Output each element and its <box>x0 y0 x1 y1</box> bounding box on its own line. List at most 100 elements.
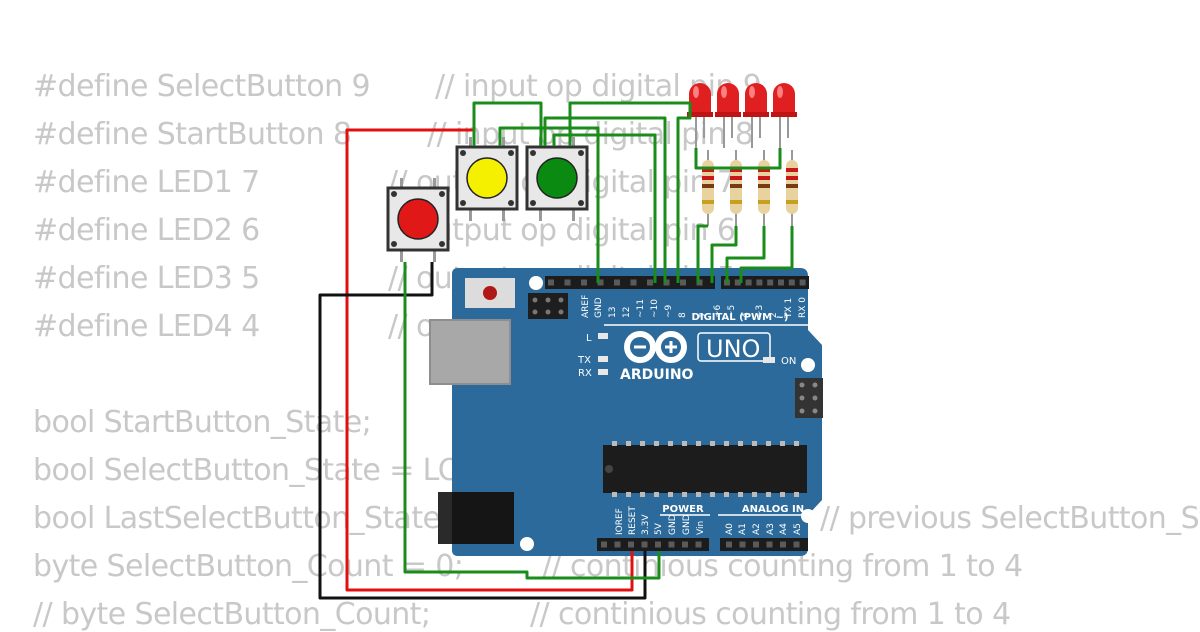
power-pin-label: 5V <box>654 522 664 535</box>
header-pin[interactable] <box>766 541 773 548</box>
analog-header <box>720 538 808 551</box>
mounting-hole <box>529 276 543 290</box>
digital-pin-label: 12 <box>622 307 632 318</box>
led-tx-indicator <box>598 356 608 362</box>
arduino-brand-text: ARDUINO <box>620 367 694 383</box>
header-pin[interactable] <box>739 541 746 548</box>
jumper-wire[interactable] <box>725 226 766 283</box>
analog-pin-label: A5 <box>793 523 803 535</box>
power-label: POWER <box>662 504 704 515</box>
code-line: bool StartButton_State; <box>33 405 372 440</box>
jumper-wire[interactable] <box>403 262 661 580</box>
code-line: #define LED2 6 <box>33 213 260 248</box>
digital-pin-label: 4 <box>741 312 751 318</box>
digital-pin-label: TX 1 <box>784 298 794 319</box>
header-pin[interactable] <box>745 279 752 286</box>
header-pin[interactable] <box>614 279 620 286</box>
yellow-push-button[interactable] <box>455 137 519 221</box>
led-l-indicator <box>598 333 608 339</box>
icsp-right-header <box>795 378 823 418</box>
header-pin[interactable] <box>564 279 571 286</box>
icsp-header <box>528 293 568 319</box>
header-pin[interactable] <box>753 541 759 548</box>
power-header <box>597 538 709 551</box>
red-led <box>687 83 713 148</box>
jumper-wire[interactable] <box>739 226 794 283</box>
on-indicator <box>763 357 775 363</box>
jumper-wire[interactable] <box>694 148 782 170</box>
header-pin[interactable] <box>628 541 634 548</box>
led-l-label: L <box>586 333 592 344</box>
digital-pin-label: GND <box>594 297 604 318</box>
header-pin[interactable] <box>680 279 686 286</box>
jumper-wire[interactable] <box>498 126 600 283</box>
digital-pin-label: ~3 <box>755 305 765 318</box>
usb-port <box>429 319 511 385</box>
header-pin[interactable] <box>655 541 661 548</box>
analog-pin-label: A2 <box>752 523 762 535</box>
header-pin[interactable] <box>734 279 741 286</box>
power-pin-label: Vin <box>696 521 706 535</box>
code-comment: // continious counting from 1 to 4 <box>530 597 1011 632</box>
header-pin[interactable] <box>668 541 675 548</box>
code-line: #define LED3 5 <box>33 261 260 296</box>
header-pin[interactable] <box>581 279 587 286</box>
jumper-wire[interactable] <box>710 226 738 283</box>
header-pin[interactable] <box>548 279 554 286</box>
jumper-wire[interactable] <box>696 224 708 283</box>
led-tx-label: TX <box>577 355 591 366</box>
power-pin-label: IOREF <box>615 508 625 535</box>
header-pin[interactable] <box>767 279 774 286</box>
header-pin[interactable] <box>601 541 607 548</box>
green-push-button[interactable] <box>525 137 589 221</box>
jumper-wire[interactable] <box>472 101 543 146</box>
digital-pin-label: ~6 <box>713 304 723 318</box>
header-pin[interactable] <box>756 279 763 286</box>
code-line: #define SelectButton 9 <box>33 69 371 104</box>
power-pin-label: GND <box>682 514 692 535</box>
header-pin[interactable] <box>641 541 648 548</box>
red-push-button[interactable] <box>386 178 450 262</box>
code-line: // byte SelectButton_Count; <box>33 597 431 632</box>
arduino-logo-icon <box>624 331 687 363</box>
mounting-hole <box>801 509 815 523</box>
power-pin-label: 3.3V <box>641 514 651 535</box>
header-pin[interactable] <box>726 541 732 548</box>
resistor <box>702 150 714 226</box>
header-pin[interactable] <box>799 279 806 286</box>
header-pin[interactable] <box>793 541 800 548</box>
header-pin[interactable] <box>682 541 688 548</box>
header-pin[interactable] <box>597 279 604 286</box>
on-label: ON <box>781 356 796 367</box>
resistor <box>758 150 770 226</box>
header-pin[interactable] <box>614 541 621 548</box>
digital-header-left <box>545 276 715 289</box>
mounting-hole <box>520 537 534 551</box>
header-pin[interactable] <box>780 541 786 548</box>
jumper-wire[interactable] <box>552 133 657 283</box>
red-led <box>743 83 769 148</box>
digital-pin-label: RX 0 <box>798 297 808 318</box>
header-pin[interactable] <box>695 541 702 548</box>
microcontroller-chip <box>603 445 807 493</box>
jumper-wire[interactable] <box>543 116 667 283</box>
analog-pin-label: A4 <box>779 523 789 535</box>
header-pin[interactable] <box>788 279 795 286</box>
header-pin[interactable] <box>647 279 653 286</box>
analog-pin-label: A1 <box>738 523 748 535</box>
digital-pin-label: ~5 <box>727 305 737 318</box>
digital-pin-label: 7 <box>699 312 709 318</box>
digital-pwm-label: DIGITAL (PWM ~) <box>692 312 789 323</box>
code-comment: // previous SelectButton_State <box>820 501 1200 536</box>
reset-button-cap <box>483 286 497 300</box>
header-pin[interactable] <box>778 279 784 286</box>
digital-pin-label: ~10 <box>650 299 660 318</box>
uno-badge <box>697 332 771 362</box>
jumper-wire[interactable] <box>568 101 692 283</box>
jumper-wire[interactable] <box>318 262 647 600</box>
resistor <box>786 150 798 226</box>
red-led <box>771 83 797 148</box>
header-pin[interactable] <box>630 279 637 286</box>
